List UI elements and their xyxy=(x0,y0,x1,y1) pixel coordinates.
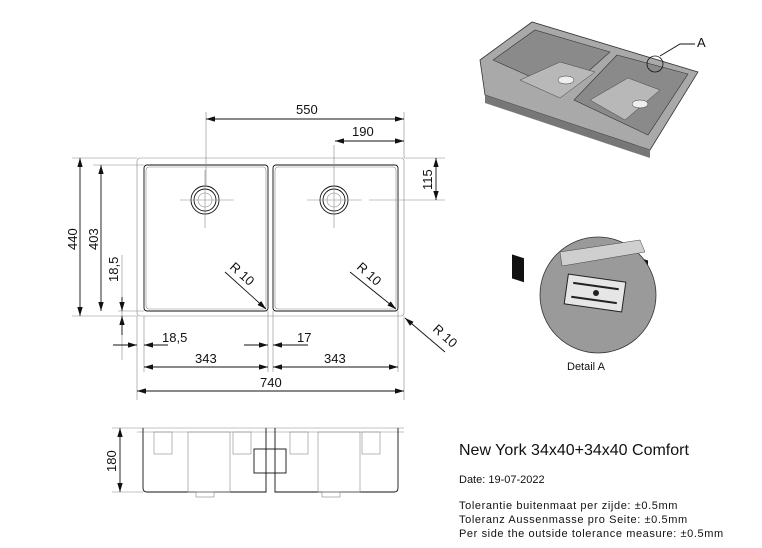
dim-343-left: 343 xyxy=(195,351,217,366)
drawing-date: Date: 19-07-2022 xyxy=(459,474,545,486)
detail-a-view: Detail A xyxy=(539,236,657,373)
dim-17: 17 xyxy=(297,330,311,345)
top-view: 550 190 115 440 403 18,5 18,5 17 343 343… xyxy=(65,102,460,400)
dim-550: 550 xyxy=(296,102,318,117)
dim-403: 403 xyxy=(86,228,101,250)
sink-outline xyxy=(136,157,405,317)
radius-outer: R 10 xyxy=(430,321,460,351)
product-title: New York 34x40+34x40 Comfort xyxy=(459,442,689,459)
side-view: 180 xyxy=(104,427,404,498)
right-basin xyxy=(272,164,399,312)
dim-190: 190 xyxy=(352,124,374,139)
detail-marker: A xyxy=(697,35,706,50)
dim-740: 740 xyxy=(260,375,282,390)
dim-440: 440 xyxy=(65,228,80,250)
radius-right: R 10 xyxy=(354,259,384,289)
dim-343-right: 343 xyxy=(324,351,346,366)
radius-left: R 10 xyxy=(227,259,257,289)
tolerance-nl: Tolerantie buitenmaat per zijde: ±0.5mm xyxy=(459,500,678,512)
dim-18-5-vertical: 18,5 xyxy=(106,257,121,282)
tolerance-en: Per side the outside tolerance measure: … xyxy=(459,528,724,540)
left-drain-icon xyxy=(180,170,234,228)
dim-18-5-horizontal: 18,5 xyxy=(162,330,187,345)
detail-label: Detail A xyxy=(567,361,606,373)
left-basin xyxy=(143,164,269,312)
dim-180: 180 xyxy=(104,450,119,472)
right-drain-icon xyxy=(307,145,445,228)
dim-115: 115 xyxy=(420,169,435,190)
tolerance-de: Toleranz Aussenmasse pro Seite: ±0.5mm xyxy=(459,514,688,526)
isometric-view: A xyxy=(479,21,706,285)
